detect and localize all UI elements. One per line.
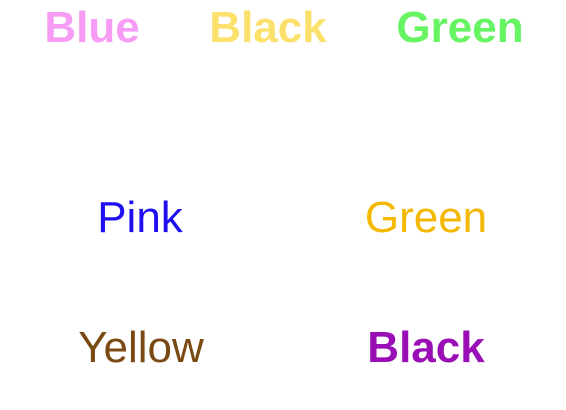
word-green-green[interactable]: Green (396, 3, 524, 52)
word-green-orange[interactable]: Green (364, 193, 488, 242)
word-black-purple[interactable]: Black (367, 323, 485, 372)
word-yellow-brown[interactable]: Yellow (78, 323, 204, 372)
word-black-yellow[interactable]: Black (209, 3, 327, 52)
word-blue-pink[interactable]: Blue (44, 3, 140, 52)
word-pink-blue[interactable]: Pink (97, 193, 183, 242)
